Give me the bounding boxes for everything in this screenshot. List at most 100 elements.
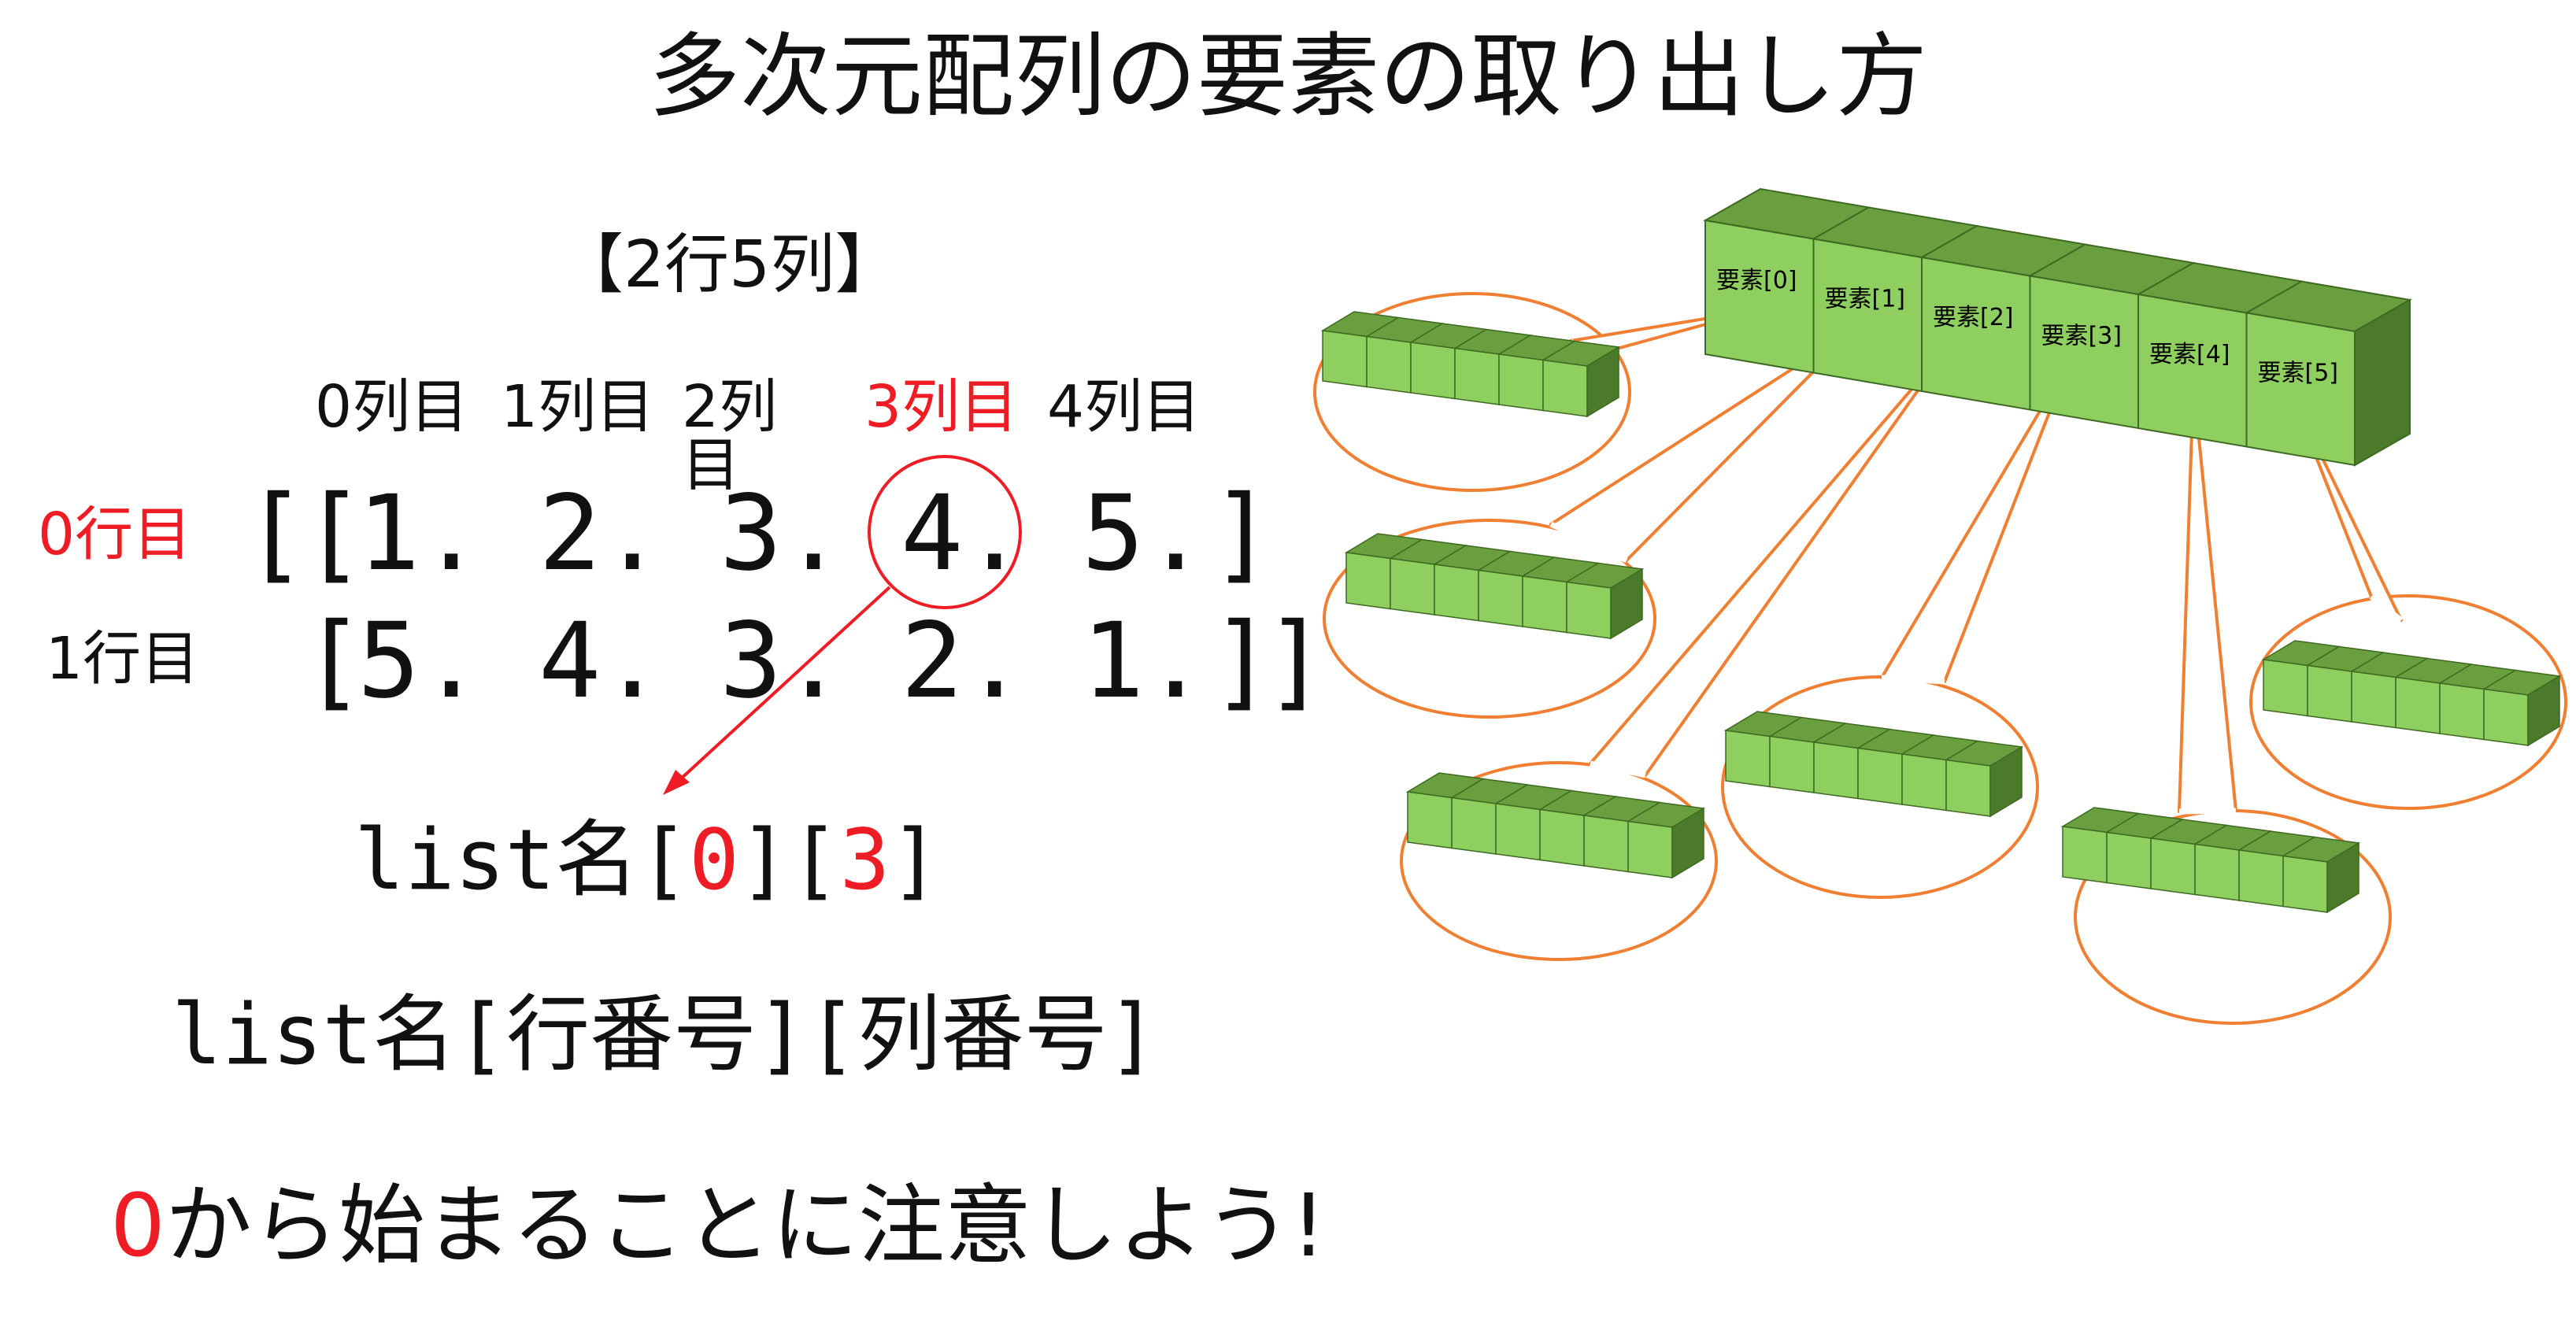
cube-front-face xyxy=(2137,293,2248,448)
mini-cube-front xyxy=(2483,688,2529,746)
mini-cube xyxy=(1520,556,1601,634)
mini-cube-front xyxy=(1539,808,1585,867)
array-cell: 4. xyxy=(539,601,664,722)
callout-bubble xyxy=(1323,325,1860,719)
mini-cube-front xyxy=(1725,730,1771,788)
mini-cube xyxy=(1767,716,1848,793)
callout-seam xyxy=(1549,521,1628,564)
access-middle: ][ xyxy=(738,812,840,908)
mini-cube-front xyxy=(1407,791,1453,849)
callout-bubble xyxy=(1313,292,1759,492)
mini-row-side xyxy=(1989,745,2023,818)
column-index: 3 xyxy=(839,812,890,908)
mini-cube xyxy=(1405,772,1486,849)
row-label-1: 1行目 xyxy=(46,625,200,693)
element-cube: 要素[1] xyxy=(1811,206,1979,393)
mini-cube-front xyxy=(1498,353,1544,412)
mini-cube xyxy=(2237,830,2317,908)
open-bracket-row-1: [ xyxy=(302,601,365,722)
array-cell: 3. xyxy=(720,601,845,722)
zero-index-note: 0から始まることに注意しよう! xyxy=(110,1182,1326,1269)
mini-cube xyxy=(1582,796,1662,873)
array-cell-highlighted: 4. xyxy=(901,473,1026,594)
element-label: 要素[2] xyxy=(1933,304,2014,331)
mini-cube-front xyxy=(1451,797,1497,855)
element-bar: 要素[0] 要素[1]要素[2] 要素[3] 要素[4] 要素[5] xyxy=(1703,187,2412,467)
callout-seam xyxy=(1590,760,1646,778)
mini-cube xyxy=(2393,657,2474,734)
note-text: から始まることに注意しよう! xyxy=(165,1175,1327,1276)
array-cell: 5. xyxy=(357,601,483,722)
close-bracket-outer: ] xyxy=(1264,601,1327,722)
column-label-2-text: 2列目 xyxy=(682,373,778,499)
mini-cube xyxy=(1320,311,1401,388)
cube-front-face xyxy=(1704,219,1815,374)
mini-cube-front xyxy=(2238,849,2284,908)
element-label: 要素[5] xyxy=(2258,360,2339,387)
array-cell: 1. xyxy=(357,473,483,594)
array-cell: 3. xyxy=(720,473,845,594)
mini-cube xyxy=(1564,562,1645,639)
callout-tail xyxy=(2178,381,2237,813)
column-label-1: 1列目 xyxy=(501,373,655,441)
mini-cube-front xyxy=(2351,671,2396,729)
open-bracket-outer: [ xyxy=(244,473,307,594)
callout-group xyxy=(1313,292,2567,1025)
mini-cube xyxy=(2281,836,2361,913)
mini-cube xyxy=(1541,340,1621,417)
callout-seam xyxy=(2369,594,2404,623)
mini-cube-front xyxy=(1566,581,1612,639)
callout-bubble xyxy=(1721,360,2071,899)
mini-cube-front xyxy=(1410,342,1456,400)
mini-cube-front xyxy=(1857,747,1903,805)
mini-cube-front xyxy=(1366,335,1412,394)
zero-highlight: 0 xyxy=(110,1175,165,1276)
mini-row-side xyxy=(2326,841,2359,914)
mini-cube xyxy=(1432,545,1512,622)
mini-row-side xyxy=(1671,807,1704,879)
close-bracket-row-1: ] xyxy=(1211,601,1274,722)
open-bracket-row-0: [ xyxy=(302,473,365,594)
callout-bubble xyxy=(1400,340,1954,961)
mini-cube-front xyxy=(1478,569,1523,627)
mini-cube-front xyxy=(2263,659,2308,717)
mini-cube xyxy=(1493,784,1574,861)
access-prefix: list名[ xyxy=(354,812,690,908)
highlight-circle xyxy=(868,455,1022,609)
mini-cube-front xyxy=(1901,753,1947,812)
array-cell: 2. xyxy=(539,473,664,594)
mini-cube xyxy=(1944,740,2024,817)
element-cube: 要素[0] xyxy=(1703,187,1871,374)
arrow-head xyxy=(663,770,690,795)
mini-cube xyxy=(1364,316,1445,394)
mini-cube-front xyxy=(1322,330,1368,388)
shape-label: 【2行5列】 xyxy=(559,227,900,302)
mini-cube-front xyxy=(1542,359,1588,417)
mini-row-side xyxy=(1586,346,1619,418)
mini-cube xyxy=(2149,819,2229,896)
mini-cube-front xyxy=(1769,735,1815,793)
mini-cube-front xyxy=(1627,820,1673,878)
cube-front-face xyxy=(1921,256,2031,411)
mini-cube-front xyxy=(1583,815,1629,873)
mini-cube xyxy=(1497,335,1577,412)
mini-cube-front xyxy=(2282,855,2328,913)
element-label: 要素[4] xyxy=(2149,341,2230,368)
array-cell: 2. xyxy=(901,601,1026,722)
element-label: 要素[3] xyxy=(2041,323,2123,350)
mini-cube xyxy=(1344,533,1424,610)
mini-cube xyxy=(2104,812,2185,889)
cube-front-face xyxy=(2245,312,2356,467)
access-suffix: ] xyxy=(890,812,941,908)
element-label: 要素[0] xyxy=(1716,267,1797,294)
mini-cube-front xyxy=(1390,557,1435,616)
mini-cube xyxy=(2060,807,2141,884)
page-title: 多次元配列の要素の取り出し方 xyxy=(649,24,1927,130)
access-syntax: list名[行番号][列番号] xyxy=(172,986,1158,1083)
column-label-3: 3列目 xyxy=(864,373,1019,441)
mini-row-side xyxy=(2527,675,2560,747)
callout-bubble xyxy=(2060,381,2392,1025)
mini-cube xyxy=(1626,801,1706,878)
